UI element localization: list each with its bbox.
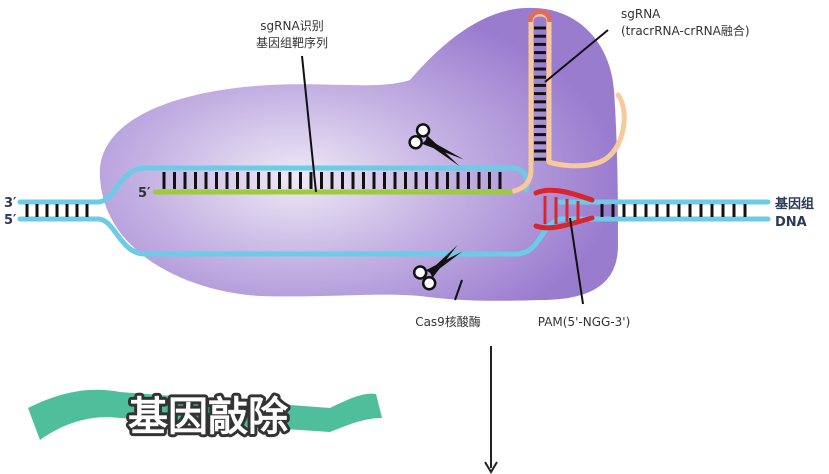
base-pairs-guide: [162, 172, 502, 189]
leader-lines: [301, 29, 609, 305]
pam-site: [533, 187, 595, 231]
scissors-icon: [408, 123, 464, 167]
scissors-icon: [412, 245, 463, 291]
cas9-label: Cas9核酸酶: [415, 314, 481, 329]
gene-knockout-banner: 基因敲除: [28, 389, 382, 443]
base-pairs-left: [25, 204, 89, 217]
sgrna-label-2: (tracrRNA-crRNA融合): [621, 23, 750, 38]
sgrna-loop-tip: [527, 9, 553, 23]
left-3prime-label: 3′: [4, 196, 17, 211]
banner-band: [28, 389, 382, 440]
left-5prime-label: 5′: [4, 213, 17, 228]
genome-dna-label-1: 基因组: [774, 196, 814, 212]
sgrna-label-1: sgRNA: [621, 7, 661, 21]
base-pairs-stem: [534, 26, 546, 161]
sgrna-recognize-label-2: 基因组靶序列: [256, 35, 328, 50]
banner-title: 基因敲除: [128, 394, 289, 440]
arrow-down-icon: [484, 346, 498, 474]
cas9-body: [99, 7, 619, 301]
base-pairs-right: [600, 204, 747, 217]
pam-label: PAM(5'-NGG-3'): [538, 315, 631, 329]
genome-dna-label-2: DNA: [775, 215, 807, 230]
sgrna-recognize-label-1: sgRNA识别: [260, 19, 323, 33]
guide-5prime-label: 5′: [138, 186, 151, 201]
